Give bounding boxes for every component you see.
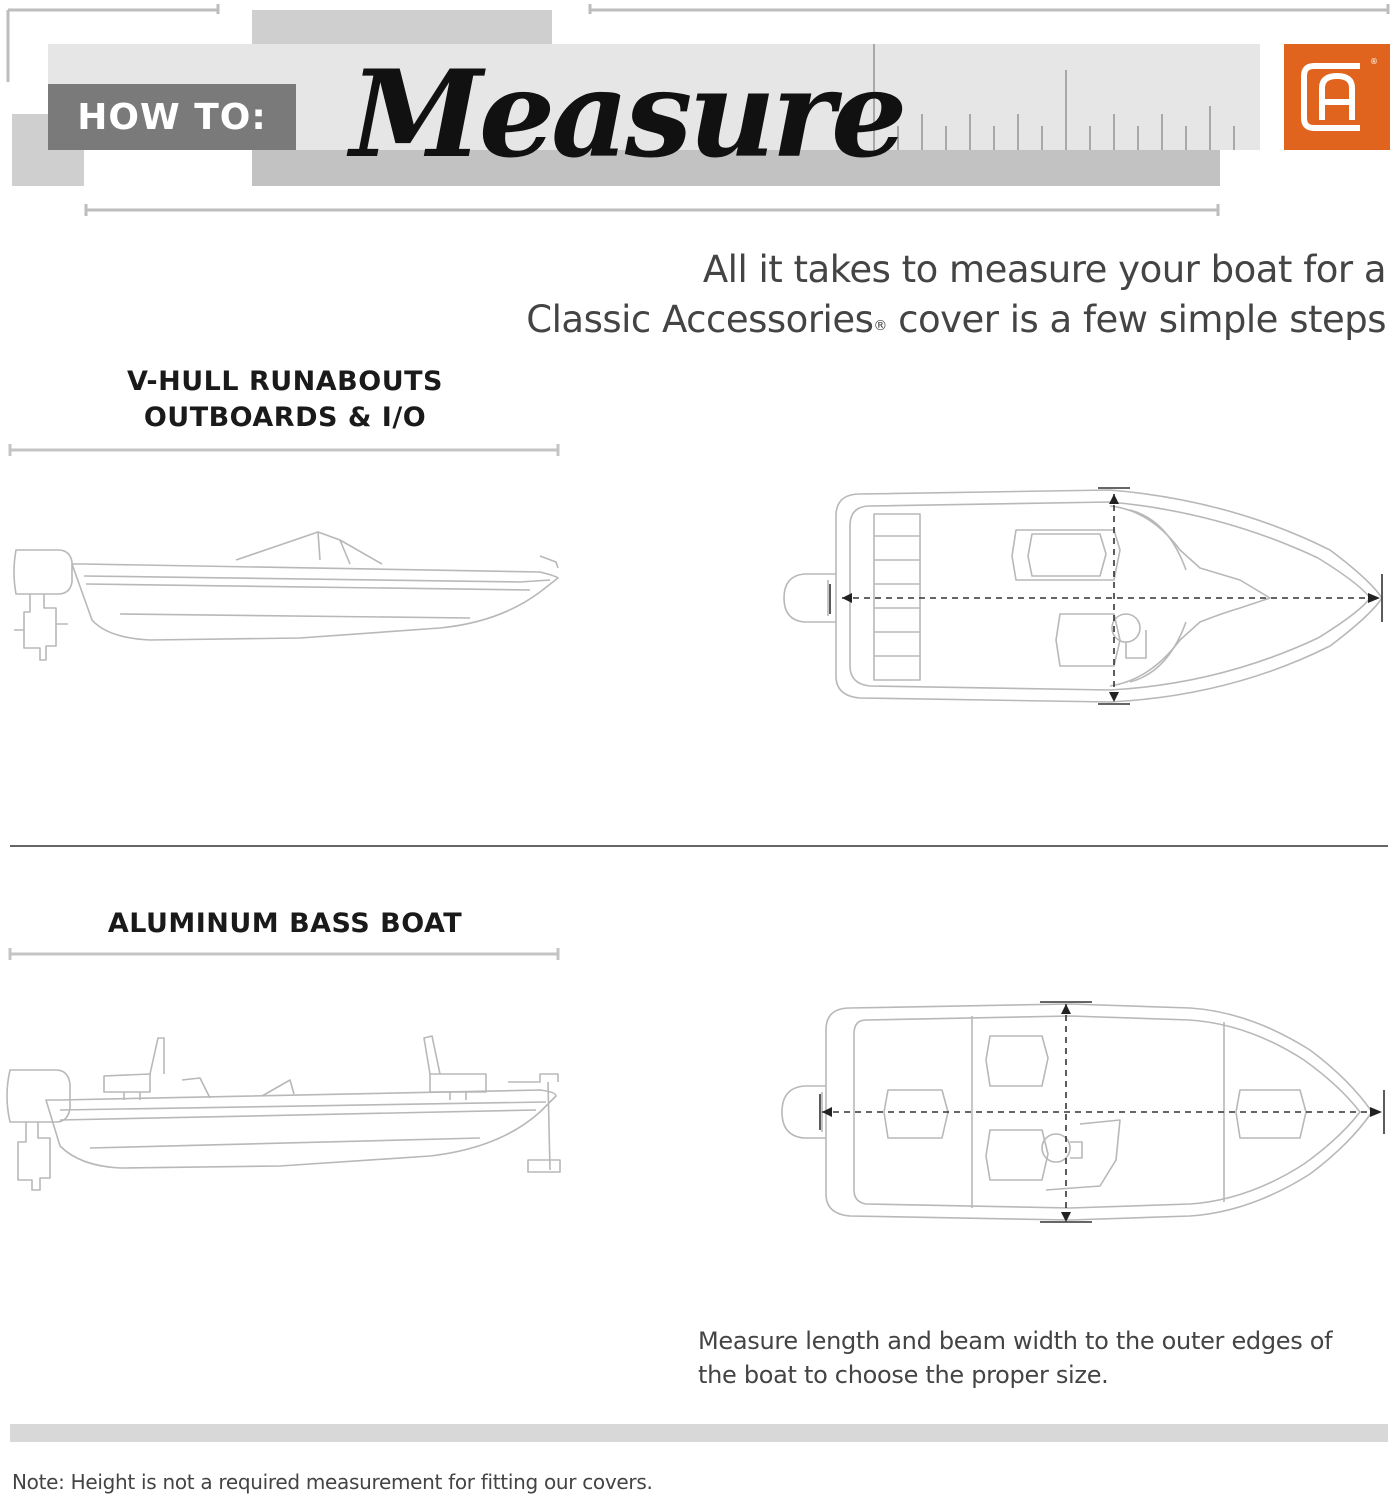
section-rule — [8, 948, 560, 960]
header-band-bottom — [252, 150, 1220, 186]
section-title-line-2: OUTBOARDS & I/O — [143, 402, 427, 433]
intro-text: All it takes to measure your boat for a … — [486, 245, 1386, 345]
header-ruler-lines — [6, 4, 1390, 216]
section-title-v-hull: V-HULL RUNABOUTS OUTBOARDS & I/O — [10, 364, 560, 436]
brand-name: Classic Accessories — [526, 298, 874, 341]
section-title-line-1: ALUMINUM BASS BOAT — [107, 908, 463, 939]
footer-bar — [10, 1424, 1388, 1442]
svg-text:®: ® — [1370, 57, 1378, 66]
page-title: Measure — [350, 44, 907, 185]
section-rule — [8, 444, 560, 456]
v-hull-side-view-icon — [13, 531, 559, 661]
how-to-label: HOW TO: — [48, 84, 296, 150]
intro-line-1: All it takes to measure your boat for a — [702, 248, 1387, 291]
registered-mark: ® — [873, 318, 887, 334]
measure-instructions-line-1: Measure length and beam width to the out… — [698, 1327, 1333, 1355]
bass-boat-top-view-diagram — [781, 1001, 1385, 1223]
classic-accessories-logo: ® — [1284, 44, 1390, 150]
classic-accessories-ca-logo-icon: ® — [1301, 57, 1378, 131]
section-title-aluminum-bass: ALUMINUM BASS BOAT — [10, 906, 560, 942]
section-divider — [10, 845, 1388, 847]
measure-instructions: Measure length and beam width to the out… — [698, 1324, 1388, 1392]
intro-line-2-rest: cover is a few simple steps — [886, 298, 1386, 341]
ruler-ticks-icon — [873, 44, 1235, 150]
v-hull-top-view-diagram — [783, 487, 1383, 705]
footnote: Note: Height is not a required measureme… — [12, 1470, 653, 1494]
measure-instructions-line-2: the boat to choose the proper size. — [698, 1361, 1109, 1389]
header-band-dark-top — [252, 10, 552, 44]
bass-boat-side-view-icon — [6, 1035, 561, 1191]
section-title-line-1: V-HULL RUNABOUTS — [127, 366, 443, 397]
intro-line-2: Classic Accessories® cover is a few simp… — [486, 295, 1386, 345]
